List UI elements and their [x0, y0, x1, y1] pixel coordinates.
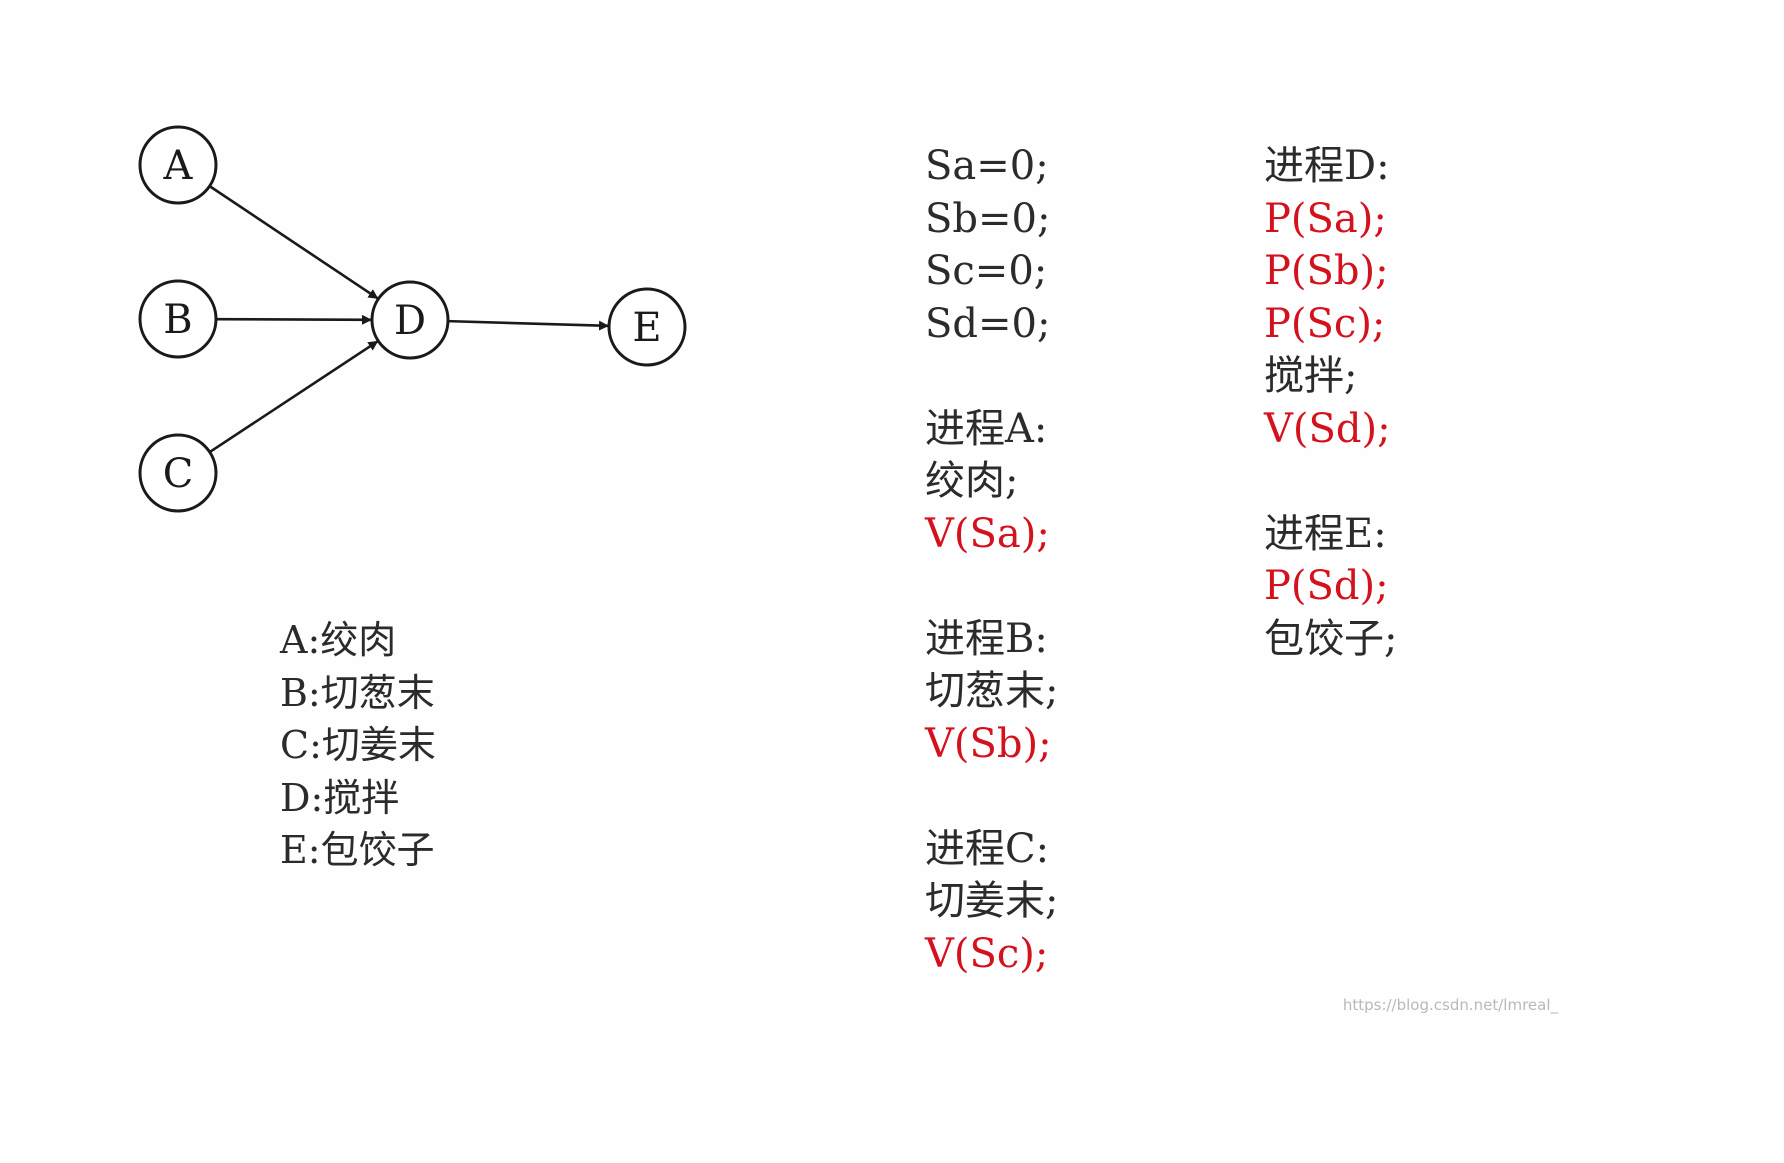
process-a-block: 进程A: 绞肉; V(Sa); — [925, 403, 1058, 561]
process-b-line: 切葱末; — [925, 668, 1059, 714]
node-circle — [607, 287, 687, 367]
semaphore-sd: Sd=0; — [925, 300, 1051, 347]
legend-item-a: A:绞肉 — [280, 618, 397, 662]
semaphore-init: Sa=0; Sb=0; Sc=0; Sd=0; — [925, 140, 1058, 350]
node-e: E — [607, 287, 687, 367]
semaphore-sc: Sc=0; — [925, 248, 1048, 294]
precedence-graph: A B C D E — [138, 125, 687, 513]
node-a: A — [138, 125, 218, 205]
node-circle — [138, 279, 218, 359]
legend-item-e: E:包饺子 — [280, 828, 435, 872]
process-d-block: 进程D: P(Sa); P(Sb); P(Sc); 搅拌; V(Sd); — [1264, 140, 1397, 455]
process-e-line: 包饺子; — [1264, 615, 1398, 662]
edge-a-d — [208, 185, 379, 300]
legend-item-c: C:切姜末 — [280, 723, 436, 767]
process-d-line: P(Sb); — [1264, 248, 1389, 294]
process-b-block: 进程B: 切葱末; V(Sb); — [925, 613, 1058, 771]
process-a-title: 进程A: — [925, 405, 1048, 452]
task-legend: A:绞肉 B:切葱末 C:切姜末 D:搅拌 E:包饺子 — [280, 614, 436, 877]
process-e-line: P(Sd); — [1264, 563, 1389, 609]
code-column-left: Sa=0; Sb=0; Sc=0; Sd=0; 进程A: 绞肉; V(Sa); … — [925, 140, 1058, 980]
process-b-line: V(Sb); — [925, 720, 1052, 767]
node-label: C — [163, 451, 194, 497]
process-d-title: 进程D: — [1264, 143, 1390, 189]
code-column-right: 进程D: P(Sa); P(Sb); P(Sc); 搅拌; V(Sd); 进程E… — [1264, 140, 1397, 665]
process-d-line: P(Sa); — [1264, 195, 1387, 242]
node-b: B — [138, 279, 218, 359]
process-c-line: 切姜末; — [925, 878, 1059, 924]
node-c: C — [138, 433, 218, 513]
process-c-title: 进程C: — [925, 825, 1050, 872]
process-a-line: 绞肉; — [925, 458, 1019, 504]
edge-d-e — [447, 319, 610, 331]
legend-item-d: D:搅拌 — [280, 775, 400, 820]
process-c-line: V(Sc); — [925, 930, 1049, 977]
semaphore-sa: Sa=0; — [925, 143, 1049, 189]
node-circle — [138, 125, 218, 205]
watermark: https://blog.csdn.net/lmreal_ — [1342, 996, 1558, 1014]
process-b-title: 进程B: — [925, 615, 1048, 662]
semaphore-sb: Sb=0; — [925, 195, 1051, 242]
node-label: E — [632, 305, 661, 351]
edge-c-d — [209, 340, 379, 454]
legend-item-b: B:切葱末 — [280, 670, 435, 715]
process-d-line: V(Sd); — [1264, 405, 1391, 452]
node-circle — [370, 280, 450, 360]
process-c-block: 进程C: 切姜末; V(Sc); — [925, 823, 1058, 981]
process-e-title: 进程E: — [1264, 510, 1387, 557]
node-d: D — [370, 280, 450, 360]
process-d-line: P(Sc); — [1264, 300, 1386, 347]
node-label: D — [394, 298, 426, 344]
process-e-block: 进程E: P(Sd); 包饺子; — [1264, 508, 1397, 666]
node-circle — [138, 433, 218, 513]
node-label: B — [163, 297, 192, 343]
process-d-line: 搅拌; — [1264, 353, 1358, 399]
process-a-line: V(Sa); — [925, 510, 1050, 557]
edge-b-d — [215, 314, 373, 325]
node-label: A — [163, 143, 194, 189]
